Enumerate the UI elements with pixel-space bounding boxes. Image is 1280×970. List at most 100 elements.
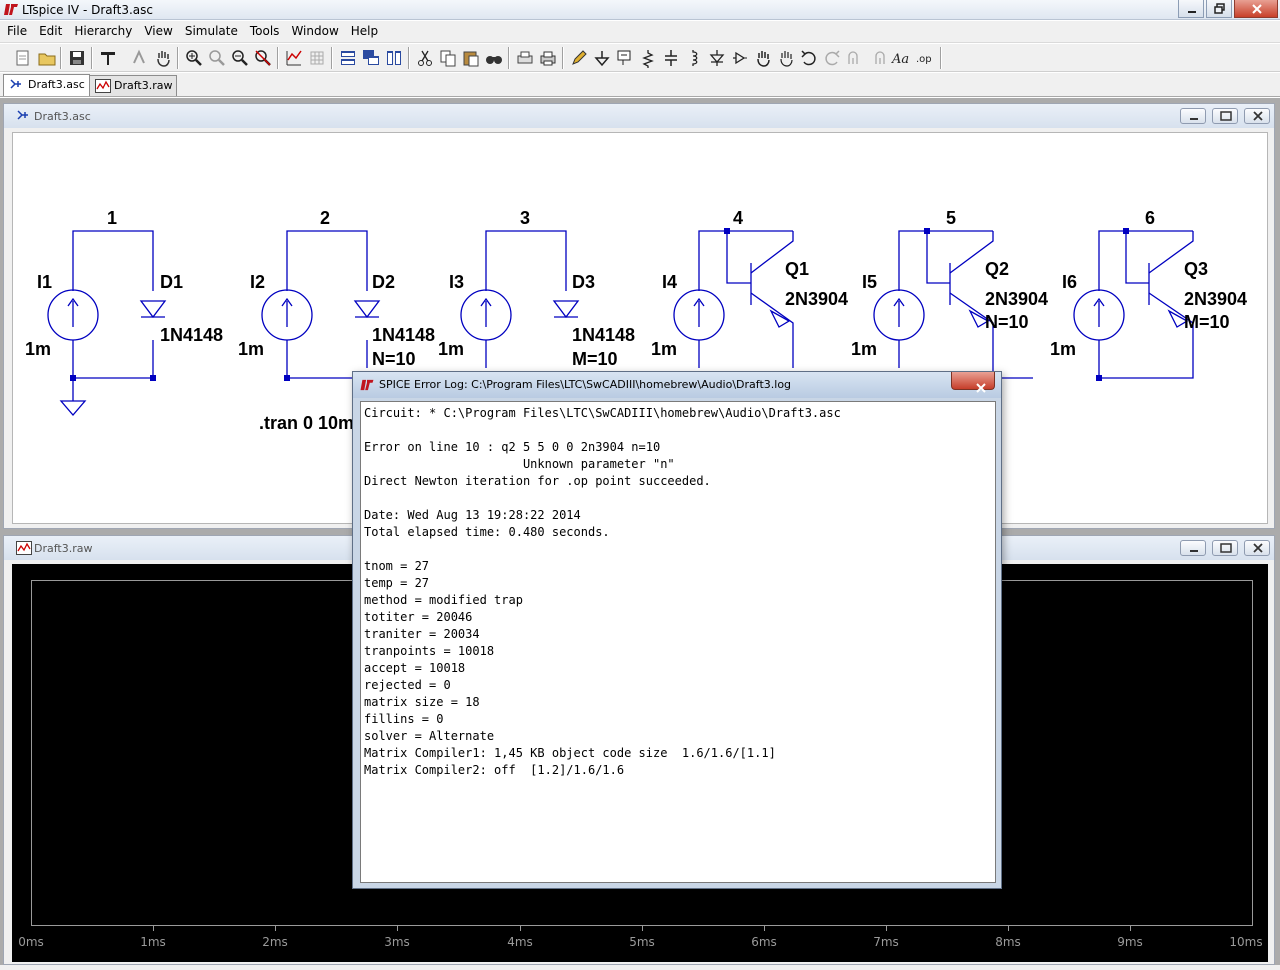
error-log-textarea[interactable]: Circuit: * C:\Program Files\LTC\SwCADIII… bbox=[360, 401, 996, 883]
x-tick-label: 10ms bbox=[1229, 935, 1263, 949]
spice-error-log-dialog: SPICE Error Log: C:\Program Files\LTC\Sw… bbox=[352, 371, 1002, 889]
pan-hand-icon[interactable] bbox=[153, 48, 173, 68]
window-controls bbox=[1176, 0, 1278, 18]
cut-icon[interactable] bbox=[415, 48, 435, 68]
tab-draft3-asc[interactable]: Draft3.asc bbox=[3, 74, 90, 96]
maximize-button[interactable] bbox=[1212, 108, 1238, 124]
grid-icon[interactable] bbox=[307, 48, 327, 68]
net-label-2: 2 bbox=[320, 208, 330, 228]
mirror-icon[interactable] bbox=[868, 48, 888, 68]
schematic-drawing[interactable]: 1 2 3 4 5 6 I1 1m I2 1m I3 1m I4 1m I5 1… bbox=[13, 133, 1269, 525]
minimize-button[interactable] bbox=[1178, 0, 1204, 18]
log-line: totiter = 20046 bbox=[364, 610, 473, 624]
resistor-icon[interactable] bbox=[638, 48, 658, 68]
find-icon[interactable] bbox=[484, 48, 504, 68]
ground-icon[interactable] bbox=[592, 48, 612, 68]
diode-model: 1N4148 bbox=[572, 325, 635, 345]
menu-window[interactable]: Window bbox=[291, 24, 339, 38]
control-panel-icon[interactable] bbox=[98, 48, 118, 68]
capacitor-icon[interactable] bbox=[661, 48, 681, 68]
autorange-icon[interactable] bbox=[284, 48, 304, 68]
log-line: accept = 10018 bbox=[364, 661, 466, 675]
restore-button[interactable] bbox=[1206, 0, 1232, 18]
move-hand-icon[interactable] bbox=[753, 48, 773, 68]
close-button[interactable] bbox=[951, 372, 995, 393]
menu-file[interactable]: File bbox=[7, 24, 28, 38]
minimize-button[interactable] bbox=[1180, 540, 1206, 556]
svg-text:.op: .op bbox=[916, 54, 932, 65]
close-button[interactable] bbox=[1244, 108, 1270, 124]
new-schematic-icon[interactable] bbox=[13, 48, 33, 68]
close-button[interactable] bbox=[1244, 540, 1270, 556]
menu-tools[interactable]: Tools bbox=[249, 24, 280, 38]
error-log-titlebar[interactable]: SPICE Error Log: C:\Program Files\LTC\Sw… bbox=[353, 372, 1001, 398]
source-name: I2 bbox=[250, 272, 265, 292]
paste-icon[interactable] bbox=[461, 48, 481, 68]
log-line: Unknown parameter "n" bbox=[364, 457, 675, 471]
transistor-model: 2N3904 bbox=[1184, 289, 1247, 309]
maximize-button[interactable] bbox=[1212, 540, 1238, 556]
minimize-button[interactable] bbox=[1180, 108, 1206, 124]
close-icon bbox=[1253, 543, 1263, 553]
x-tick-mark bbox=[642, 926, 643, 931]
toolbar-separator bbox=[177, 47, 179, 69]
diode-icon[interactable] bbox=[707, 48, 727, 68]
child-window-controls bbox=[1174, 108, 1270, 124]
menu-edit[interactable]: Edit bbox=[39, 24, 63, 38]
x-tick-label: 0ms bbox=[18, 935, 44, 949]
save-icon[interactable] bbox=[67, 48, 87, 68]
log-line: traniter = 20034 bbox=[364, 627, 480, 641]
label-net-icon[interactable] bbox=[615, 48, 635, 68]
copy-icon[interactable] bbox=[438, 48, 458, 68]
zoom-area-icon[interactable] bbox=[207, 48, 227, 68]
log-line: method = modified trap bbox=[364, 593, 523, 607]
log-line: rejected = 0 bbox=[364, 678, 451, 692]
x-tick-label: 7ms bbox=[873, 935, 899, 949]
rotate-icon[interactable] bbox=[845, 48, 865, 68]
wire-pencil-icon[interactable] bbox=[569, 48, 589, 68]
component-icon[interactable] bbox=[730, 48, 750, 68]
spice-directive-icon[interactable]: .op bbox=[914, 48, 934, 68]
menu-simulate[interactable]: Simulate bbox=[184, 24, 238, 38]
log-line: tnom = 27 bbox=[364, 559, 430, 573]
x-tick-label: 8ms bbox=[995, 935, 1021, 949]
net-label-3: 3 bbox=[520, 208, 530, 228]
print-setup-icon[interactable] bbox=[515, 48, 535, 68]
zoom-full-icon[interactable] bbox=[253, 48, 273, 68]
run-icon[interactable] bbox=[129, 48, 149, 68]
log-line: temp = 27 bbox=[364, 576, 430, 590]
open-icon[interactable] bbox=[37, 48, 57, 68]
spice-directive[interactable]: .tran 0 10m bbox=[259, 413, 354, 433]
log-line: Matrix Compiler1: 1,45 KB object code si… bbox=[364, 746, 776, 760]
transistor-param: M=10 bbox=[1184, 312, 1230, 332]
redo-icon[interactable] bbox=[822, 48, 842, 68]
error-log-text: Circuit: * C:\Program Files\LTC\SwCADIII… bbox=[364, 405, 841, 779]
close-icon bbox=[976, 383, 986, 393]
menu-help[interactable]: Help bbox=[350, 24, 379, 38]
cascade-icon[interactable] bbox=[361, 48, 381, 68]
print-icon[interactable] bbox=[538, 48, 558, 68]
zoom-out-icon[interactable] bbox=[230, 48, 250, 68]
tile-vertical-icon[interactable] bbox=[384, 48, 404, 68]
transistor-param: N=10 bbox=[985, 312, 1029, 332]
schematic-icon bbox=[10, 79, 21, 89]
undo-icon[interactable] bbox=[799, 48, 819, 68]
tile-horizontal-icon[interactable] bbox=[338, 48, 358, 68]
log-line: fillins = 0 bbox=[364, 712, 444, 726]
toolbar-separator bbox=[277, 47, 279, 69]
schematic-titlebar[interactable]: Draft3.asc bbox=[4, 104, 1274, 128]
toolbar-separator bbox=[508, 47, 510, 69]
menu-hierarchy[interactable]: Hierarchy bbox=[74, 24, 133, 38]
source-name: I3 bbox=[449, 272, 464, 292]
tab-draft3-raw[interactable]: Draft3.raw bbox=[89, 75, 178, 96]
inductor-icon[interactable] bbox=[684, 48, 704, 68]
minimize-icon bbox=[1188, 11, 1196, 13]
menu-view[interactable]: View bbox=[144, 24, 173, 38]
source-value: 1m bbox=[438, 339, 464, 359]
diode-name: D2 bbox=[372, 272, 395, 292]
drag-hand-icon[interactable] bbox=[776, 48, 796, 68]
zoom-in-icon[interactable] bbox=[184, 48, 204, 68]
close-button[interactable] bbox=[1234, 0, 1278, 18]
minimize-icon bbox=[1190, 118, 1198, 120]
text-icon[interactable]: Aa bbox=[891, 48, 911, 68]
